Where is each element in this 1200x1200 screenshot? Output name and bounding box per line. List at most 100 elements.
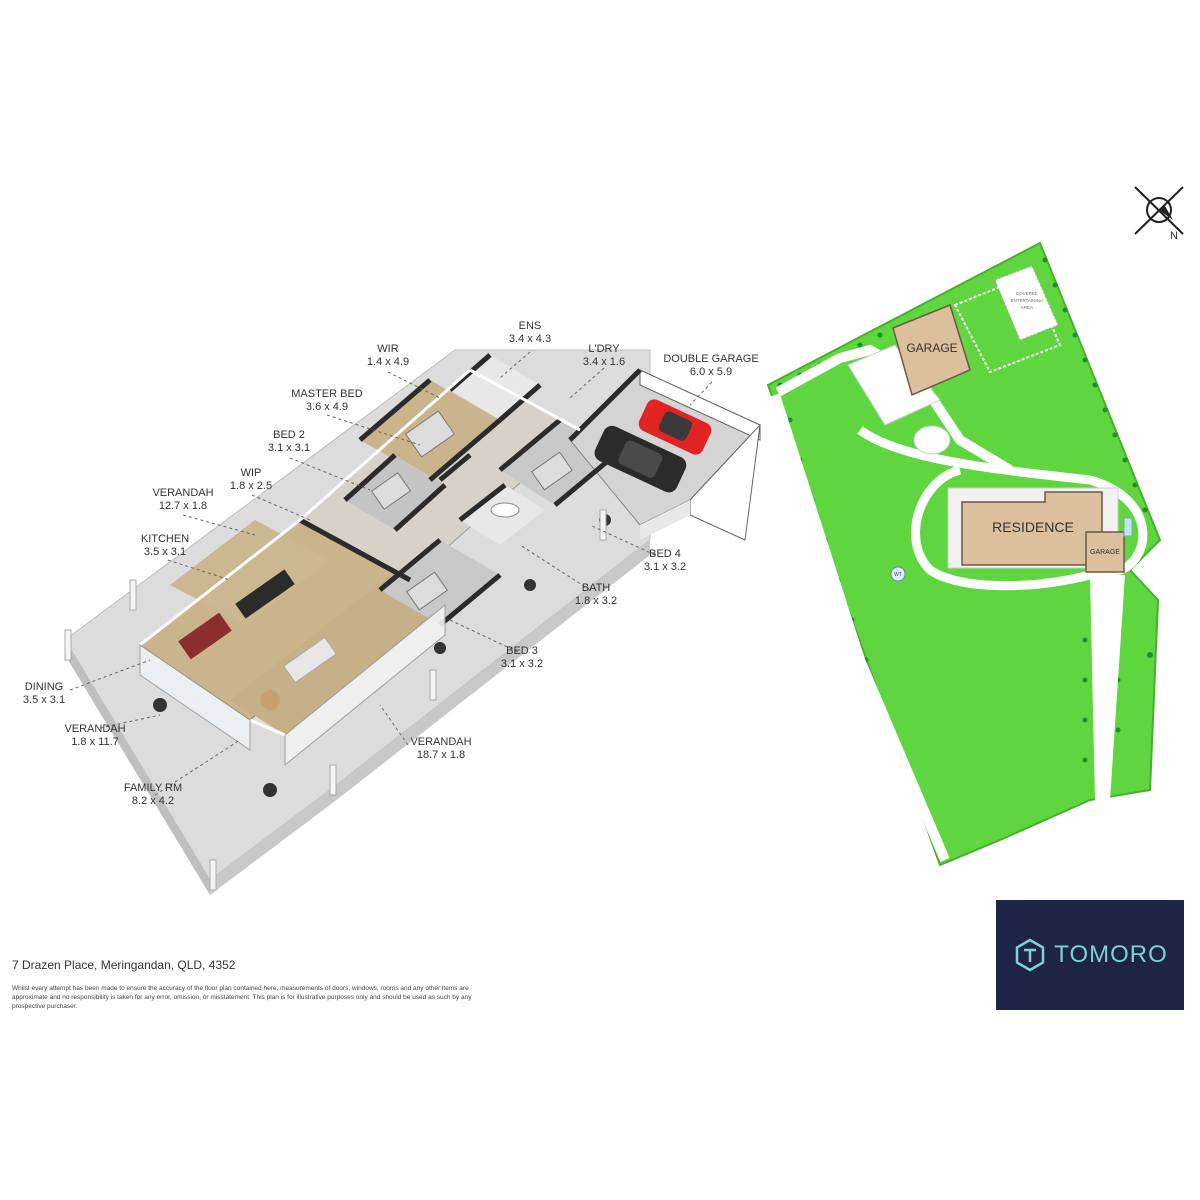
bed-4-icon [531, 451, 573, 491]
verandah-table-icon [524, 579, 536, 591]
room-name: VERANDAH [410, 736, 472, 748]
residence-label: RESIDENCE [992, 519, 1074, 535]
verandah-slab-edge-front [210, 540, 650, 895]
room-label-verandah-front: VERANDAH 18.7 x 1.8 [410, 736, 471, 762]
garage-wall-back [639, 369, 761, 441]
verandah-table-icon [153, 698, 167, 712]
pool-icon [1123, 517, 1133, 537]
shed-garage-label: GARAGE [906, 341, 957, 355]
tomoro-logo-text: TOMORO [1054, 941, 1168, 968]
garage-wall-front [640, 500, 690, 540]
water-tank-icon [890, 566, 906, 582]
room-name: BED 4 [649, 548, 681, 560]
black-car-roof-icon [618, 440, 663, 478]
room-dims: 3.5 x 3.1 [22, 694, 66, 706]
compass-icon [1134, 186, 1184, 235]
room-name: DOUBLE GARAGE [663, 353, 759, 365]
room-dims: 8.2 x 4.2 [131, 795, 175, 807]
turning-circle [913, 425, 951, 455]
room-label-verandah-left: VERANDAH 1.8 x 11.7 [64, 723, 125, 749]
sofa-icon [283, 636, 337, 684]
room-name: ENS [518, 320, 542, 332]
tomoro-logo: TOMORO [996, 900, 1184, 1010]
glass-wall-living [139, 644, 251, 751]
residence-garage-label: GARAGE [1090, 549, 1120, 556]
room-label-master-bed: MASTER BED 3.6 x 4.9 [291, 388, 363, 414]
room-label-bath: BATH 1.8 x 3.2 [575, 582, 617, 608]
driveway-south [1090, 575, 1125, 800]
family-floor [230, 575, 445, 735]
red-car-roof-icon [658, 411, 693, 441]
glass-wall-family [284, 603, 446, 767]
room-name: MASTER BED [291, 388, 363, 400]
room-label-bed-4: BED 4 3.1 x 3.2 [644, 548, 686, 574]
master-bed-icon [404, 410, 456, 458]
room-dims: 3.4 x 1.6 [582, 356, 626, 368]
room-label-verandah-top: VERANDAH 12.7 x 1.8 [152, 487, 213, 513]
room-label-ldry: L'DRY 3.4 x 1.6 [583, 343, 625, 369]
room-label-dining: DINING 3.5 x 3.1 [23, 681, 65, 707]
room-dims: 3.1 x 3.2 [643, 561, 687, 573]
room-name: BATH [581, 582, 611, 594]
room-name: BED 2 [273, 429, 305, 441]
kitchen-island-icon [235, 569, 295, 619]
entertaining-label: COVERED [1016, 291, 1039, 296]
shed-garage [892, 303, 971, 397]
room-dims: 3.1 x 3.2 [500, 658, 544, 670]
room-dims: 18.7 x 1.8 [416, 749, 466, 761]
room-label-ens: ENS 3.4 x 4.3 [509, 320, 551, 346]
bed-2-icon [370, 472, 412, 510]
room-name: L'DRY [588, 343, 620, 355]
room-label-family-rm: FAMILY RM 8.2 x 4.2 [124, 782, 182, 808]
room-label-wir: WIR 1.4 x 4.9 [367, 343, 409, 369]
room-label-bed-2: BED 2 3.1 x 3.1 [268, 429, 310, 455]
kitchen-floor [170, 520, 330, 625]
water-tank-label: WT [894, 572, 902, 578]
label-leader-lines [69, 351, 713, 796]
rug-icon [260, 690, 280, 710]
room-dims: 6.0 x 5.9 [689, 366, 733, 378]
residence-garage [1085, 531, 1125, 573]
bathtub-icon [490, 502, 520, 518]
wall-tops [139, 368, 581, 737]
room-dims: 12.7 x 1.8 [158, 500, 208, 512]
room-dims: 1.8 x 2.5 [229, 480, 273, 492]
entertaining-area [994, 265, 1059, 341]
room-name: VERANDAH [64, 723, 126, 735]
dining-table-icon [178, 612, 232, 660]
room-dims: 3.1 x 3.1 [267, 442, 311, 454]
compass-north-label: N [1170, 230, 1178, 242]
room-label-kitchen: KITCHEN 3.5 x 3.1 [141, 533, 189, 559]
verandah-table-icon [263, 783, 277, 797]
garage-apron [847, 344, 941, 426]
room-dims: 3.5 x 3.1 [143, 546, 187, 558]
tomoro-hexagon-icon [1015, 938, 1045, 972]
room-dims: 3.6 x 4.9 [305, 401, 349, 413]
room-name: BED 3 [506, 645, 538, 657]
room-label-bed-3: BED 3 3.1 x 3.2 [501, 645, 543, 671]
room-dims: 1.4 x 4.9 [366, 356, 410, 368]
residence [961, 491, 1103, 566]
interior-walls [298, 353, 642, 627]
verandah-table-icon [434, 642, 446, 654]
entertaining-label: ENTERTAINING [1010, 298, 1044, 303]
verandah-slab-edge [65, 640, 210, 895]
room-name: KITCHEN [140, 533, 190, 545]
room-name: DINING [24, 681, 64, 693]
room-label-wip: WIP 1.8 x 2.5 [230, 467, 272, 493]
verandah-posts [64, 509, 607, 891]
fenced-yard [953, 273, 1062, 374]
room-name: WIP [240, 467, 262, 479]
room-name: VERANDAH [152, 487, 214, 499]
bed-3-icon [406, 571, 448, 611]
room-dims: 3.4 x 4.3 [508, 333, 552, 345]
room-name: WIR [377, 343, 399, 355]
entertaining-label: AREA [1021, 305, 1033, 310]
room-dims: 1.8 x 3.2 [574, 595, 618, 607]
room-dims: 1.8 x 11.7 [71, 736, 119, 748]
property-address: 7 Drazen Place, Meringandan, QLD, 4352 [12, 958, 236, 972]
disclaimer-text: Whilst every attempt has been made to en… [12, 985, 472, 1010]
room-label-double-garage: DOUBLE GARAGE 6.0 x 5.9 [663, 353, 758, 379]
